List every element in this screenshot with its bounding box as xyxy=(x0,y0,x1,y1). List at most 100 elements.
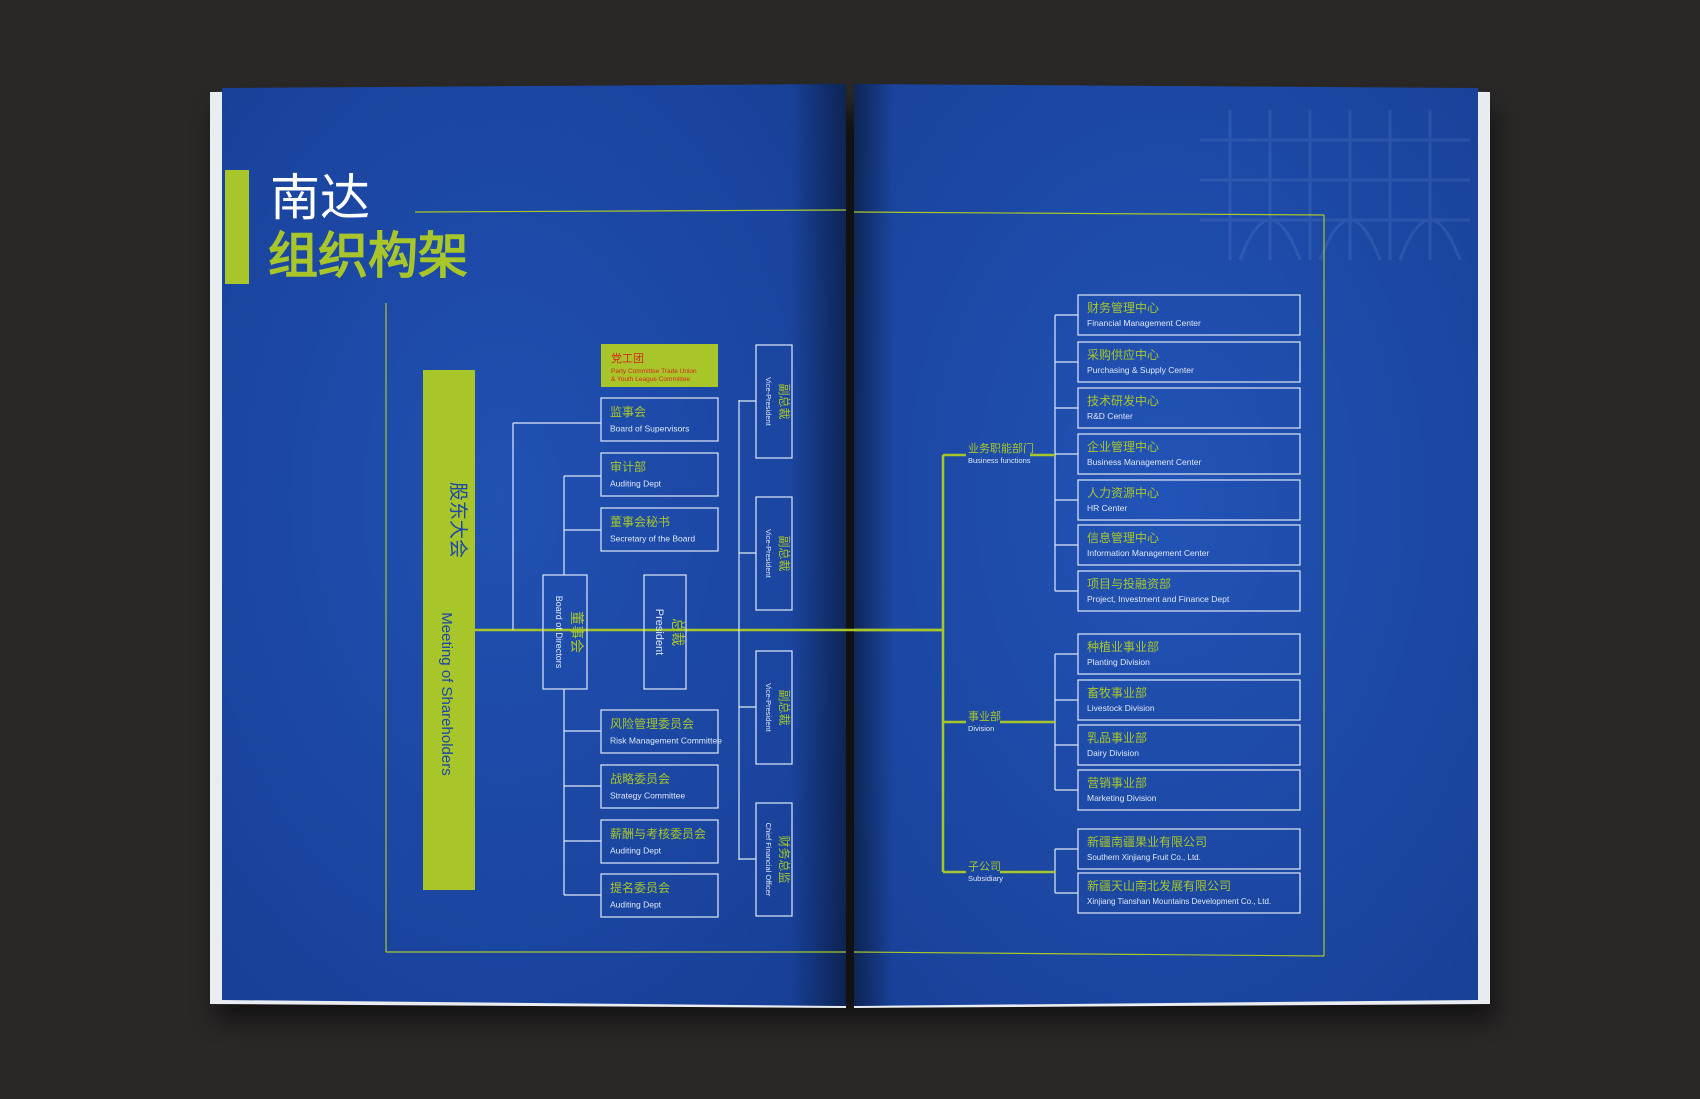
vice-box-3-frame xyxy=(755,650,793,765)
lower-box-2-frame xyxy=(600,764,719,809)
division-box-3-en: Dairy Division xyxy=(1087,748,1139,758)
decorative-pattern xyxy=(1200,110,1470,261)
business-box-6-en: Information Management Center xyxy=(1087,548,1210,558)
president-box xyxy=(643,574,687,690)
group-zh: 业务职能部门 xyxy=(968,441,1034,455)
president-en: President xyxy=(653,609,665,655)
business-box-1-en: Financial Management Center xyxy=(1087,318,1201,328)
lower-box-3: 薪酬与考核委员会 Auditing Dept xyxy=(600,819,719,864)
division-box-3-zh: 乳品事业部 xyxy=(1087,730,1147,745)
business-box-2-zh: 采购供应中心 xyxy=(1087,347,1159,362)
business-box-3-frame xyxy=(1077,387,1301,429)
division-box-3-frame xyxy=(1077,724,1301,766)
subsidiary-box-2-en: Xinjiang Tianshan Mountains Development … xyxy=(1087,897,1271,906)
business-box-6-frame xyxy=(1077,524,1301,566)
business-box-4-frame xyxy=(1077,433,1301,475)
vice-box-3-zh: 副总裁 xyxy=(777,689,791,725)
business-box-5-frame xyxy=(1077,479,1301,521)
board-en: Board of Directors xyxy=(554,596,564,669)
group-zh: 事业部 xyxy=(968,709,1001,723)
lower-box-1-zh: 风险管理委员会 xyxy=(610,716,694,731)
division-box-4-frame xyxy=(1077,769,1301,811)
division-box-2-frame xyxy=(1077,679,1301,721)
upper-box-2-zh: 审计部 xyxy=(610,459,646,474)
vice-box-4-en: Chief Financial Officer xyxy=(764,823,773,897)
lower-box-1-frame xyxy=(600,709,719,754)
party-zh: 党工团 xyxy=(611,352,644,365)
vice-box-1-frame xyxy=(755,344,793,459)
division-box-3: 乳品事业部 Dairy Division xyxy=(1077,724,1301,766)
lower-box-4-frame xyxy=(600,873,719,918)
vice-box-3: 副总裁 Vice-President xyxy=(755,650,793,765)
lower-box-3-frame xyxy=(600,819,719,864)
business-box-7-frame xyxy=(1077,570,1301,612)
title-accent-bar xyxy=(225,170,249,284)
business-box-3: 技术研发中心 R&D Center xyxy=(1077,387,1301,429)
shareholders-en: Meeting of Shareholders xyxy=(438,612,455,775)
subsidiary-box-1-zh: 新疆南疆果业有限公司 xyxy=(1087,834,1207,849)
vice-box-4-frame xyxy=(755,802,793,917)
title-line2: 组织构架 xyxy=(268,227,468,285)
business-box-2: 采购供应中心 Purchasing & Supply Center xyxy=(1077,341,1301,383)
upper-box-2-en: Auditing Dept xyxy=(610,479,662,489)
division-box-4-en: Marketing Division xyxy=(1087,793,1157,803)
subsidiary-box-1: 新疆南疆果业有限公司 Southern Xinjiang Fruit Co., L… xyxy=(1077,828,1301,870)
party-box xyxy=(601,344,718,387)
party-en1: Party Committee Trade Union xyxy=(611,368,697,375)
division-box-1-en: Planting Division xyxy=(1087,657,1150,667)
business-box-2-frame xyxy=(1077,341,1301,383)
business-box-4-en: Business Management Center xyxy=(1087,457,1202,467)
subsidiary-box-2-frame xyxy=(1077,872,1301,914)
subsidiary-box-1-en: Southern Xinjiang Fruit Co., Ltd. xyxy=(1087,853,1201,862)
lower-box-2-zh: 战略委员会 xyxy=(610,771,670,786)
president-zh: 总裁 xyxy=(669,618,685,646)
business-box-2-en: Purchasing & Supply Center xyxy=(1087,365,1194,375)
left-page xyxy=(222,84,846,1006)
subsidiary-box-1-frame xyxy=(1077,828,1301,870)
upper-box-1-en: Board of Supervisors xyxy=(610,424,689,434)
vice-box-1: 副总裁 Vice-President xyxy=(755,344,793,459)
upper-box-3-zh: 董事会秘书 xyxy=(610,515,670,529)
subsidiary-box-2-zh: 新疆天山南北发展有限公司 xyxy=(1087,878,1231,893)
business-box-7-zh: 项目与投融资部 xyxy=(1087,576,1171,591)
business-box-5-zh: 人力资源中心 xyxy=(1087,485,1159,500)
business-box-3-en: R&D Center xyxy=(1087,411,1133,421)
division-box-2-en: Livestock Division xyxy=(1087,703,1155,713)
vice-box-1-zh: 副总裁 xyxy=(777,383,791,419)
upper-box-3-frame xyxy=(600,507,719,552)
vice-box-1-en: Vice-President xyxy=(764,377,773,427)
spine-shadow-left xyxy=(790,84,846,1006)
lower-box-3-zh: 薪酬与考核委员会 xyxy=(610,827,706,841)
shareholders-zh: 股东大会 xyxy=(447,482,469,558)
spine-shadow-right xyxy=(854,84,894,1006)
upper-box-1-frame xyxy=(600,397,719,442)
party-en2: & Youth League Committee xyxy=(611,376,691,383)
business-box-3-zh: 技术研发中心 xyxy=(1087,393,1159,408)
title-line1: 南达 xyxy=(270,169,370,227)
upper-box-2: 审计部 Auditing Dept xyxy=(600,452,719,497)
vice-box-3-en: Vice-President xyxy=(764,683,773,733)
connector-lines-green xyxy=(941,453,1055,874)
right-page xyxy=(854,84,1478,1006)
shareholders-bar xyxy=(423,370,475,890)
lower-box-3-en: Auditing Dept xyxy=(610,846,662,856)
